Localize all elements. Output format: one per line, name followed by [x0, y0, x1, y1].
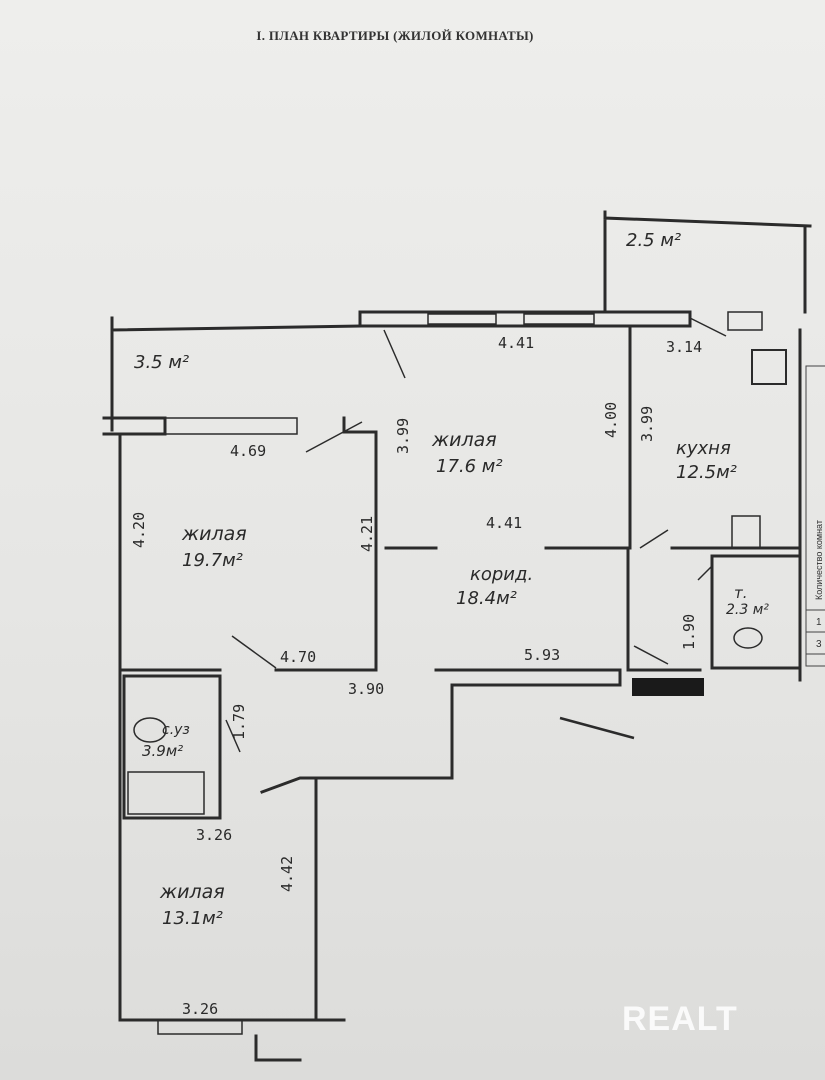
dim-3-99-left: 3.99 [394, 418, 412, 454]
kitchen-name: кухня [676, 438, 731, 459]
dim-3-14: 3.14 [666, 338, 702, 356]
side-table-3: 3 [816, 639, 822, 650]
dim-3-90: 3.90 [348, 680, 384, 698]
window-living1 [164, 417, 298, 435]
side-table-header: Количество комнат [814, 520, 824, 600]
toilet-area: 2.3 м² [726, 602, 769, 618]
living3-area: 13.1м² [162, 908, 223, 929]
living1-area: 19.7м² [182, 550, 243, 571]
dim-4-21: 4.21 [358, 516, 376, 552]
bath-area: 3.9м² [142, 742, 183, 760]
door-line-6 [633, 645, 669, 665]
dim-3-99-right: 3.99 [638, 406, 656, 442]
balcony-right-area: 2.5 м² [626, 230, 681, 251]
bath-walls [122, 674, 222, 820]
living2-right-wall [576, 324, 632, 550]
side-table-1: 1 [816, 617, 822, 628]
door-line-4 [639, 529, 669, 549]
living1-name: жилая [181, 523, 247, 545]
dim-4-41-mid: 4.41 [486, 514, 522, 532]
toilet-name: т. [734, 584, 748, 602]
door-line-1 [305, 421, 363, 453]
dim-4-41-top: 4.41 [498, 334, 534, 352]
balcony-right-wall [603, 210, 812, 314]
kitchen-area: 12.5м² [676, 462, 737, 483]
dim-5-93: 5.93 [524, 646, 560, 664]
hall-name: корид. [470, 564, 533, 585]
door-line-7 [697, 565, 713, 581]
bath-name: с.уз [162, 722, 190, 738]
door-line-3 [231, 635, 277, 669]
vent-box [727, 311, 763, 331]
dim-3-26-bottom: 3.26 [182, 1000, 218, 1018]
door-line-8 [225, 719, 241, 753]
bathtub [127, 771, 205, 815]
window-top-2 [523, 313, 595, 325]
dim-4-42: 4.42 [278, 856, 296, 892]
plan-title: I. ПЛАН КВАРТИРЫ (ЖИЛОЙ КОМНАТЫ) [256, 28, 534, 43]
toilet-walls [710, 554, 802, 670]
hall-area: 18.4м² [456, 588, 517, 609]
window-top-1 [427, 313, 497, 325]
hall-right-wall [626, 546, 702, 672]
side-table [805, 365, 825, 667]
dim-4-69: 4.69 [230, 442, 266, 460]
pen-mark [559, 716, 635, 740]
dim-4-70: 4.70 [280, 648, 316, 666]
door-line-2 [383, 329, 406, 379]
dim-4-00: 4.00 [602, 402, 620, 438]
dim-4-20: 4.20 [130, 512, 148, 548]
living3-name: жилая [159, 881, 225, 903]
dim-1-79: 1.79 [230, 704, 248, 740]
toilet-bowl [733, 627, 763, 649]
entrance-mark [632, 678, 704, 696]
balcony-left-area: 3.5 м² [134, 352, 189, 373]
dim-3-26-top: 3.26 [196, 826, 232, 844]
top-wall [358, 310, 692, 328]
living2-area: 17.6 м² [436, 456, 503, 477]
door-line-5 [689, 317, 727, 337]
realt-watermark: REALT [622, 1000, 738, 1038]
living1-wall-right [274, 416, 378, 672]
kitchen-sink [731, 515, 761, 549]
stairs-mark [254, 1034, 302, 1062]
balcony-left-wall [110, 316, 362, 432]
living2-name: жилая [431, 429, 497, 451]
stove [751, 349, 787, 385]
dim-1-90: 1.90 [680, 614, 698, 650]
wash-basin [133, 717, 167, 743]
window-living3 [157, 1019, 243, 1035]
living3-wall-top [260, 776, 318, 794]
